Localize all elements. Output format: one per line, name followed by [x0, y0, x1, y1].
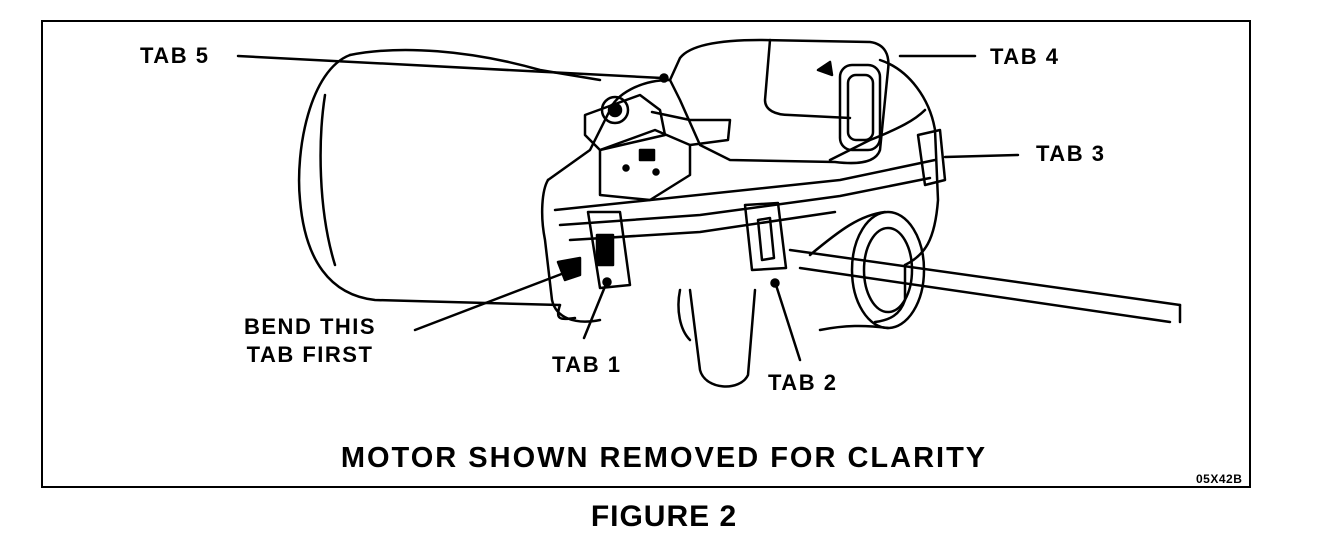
bend-tab-line2: TAB FIRST	[246, 342, 374, 367]
figure-code: 05X42B	[1196, 472, 1243, 486]
motor-cylinder	[297, 48, 602, 321]
bend-leader	[413, 268, 574, 332]
screwdriver-tool	[788, 248, 1182, 324]
leader-lines	[236, 54, 1020, 362]
tab1-leader	[582, 282, 608, 340]
tab5-label: TAB 5	[140, 43, 210, 68]
bend-tab-label: BEND THIS TAB FIRST	[244, 313, 376, 369]
figure-title: FIGURE 2	[590, 500, 738, 533]
housing-stem	[677, 288, 757, 388]
housing-body	[540, 58, 940, 324]
figure-caption: MOTOR SHOWN REMOVED FOR CLARITY	[340, 442, 988, 474]
connector-block	[668, 38, 890, 165]
bend-tab-line1: BEND THIS	[244, 314, 377, 339]
tab1-label: TAB 1	[552, 352, 622, 377]
tab4-label: TAB 4	[990, 44, 1060, 69]
tab2-leader	[774, 283, 802, 362]
bend-tab-marker	[556, 256, 582, 282]
tab2-clip	[743, 201, 788, 272]
tab1-clip	[586, 210, 632, 290]
tab5-leader	[236, 54, 664, 80]
tab3-leader	[943, 153, 1020, 159]
tab3-clip	[916, 128, 947, 187]
tab2-label: TAB 2	[768, 370, 838, 395]
tab3-label: TAB 3	[1036, 141, 1106, 166]
terminal-plate	[598, 110, 732, 202]
